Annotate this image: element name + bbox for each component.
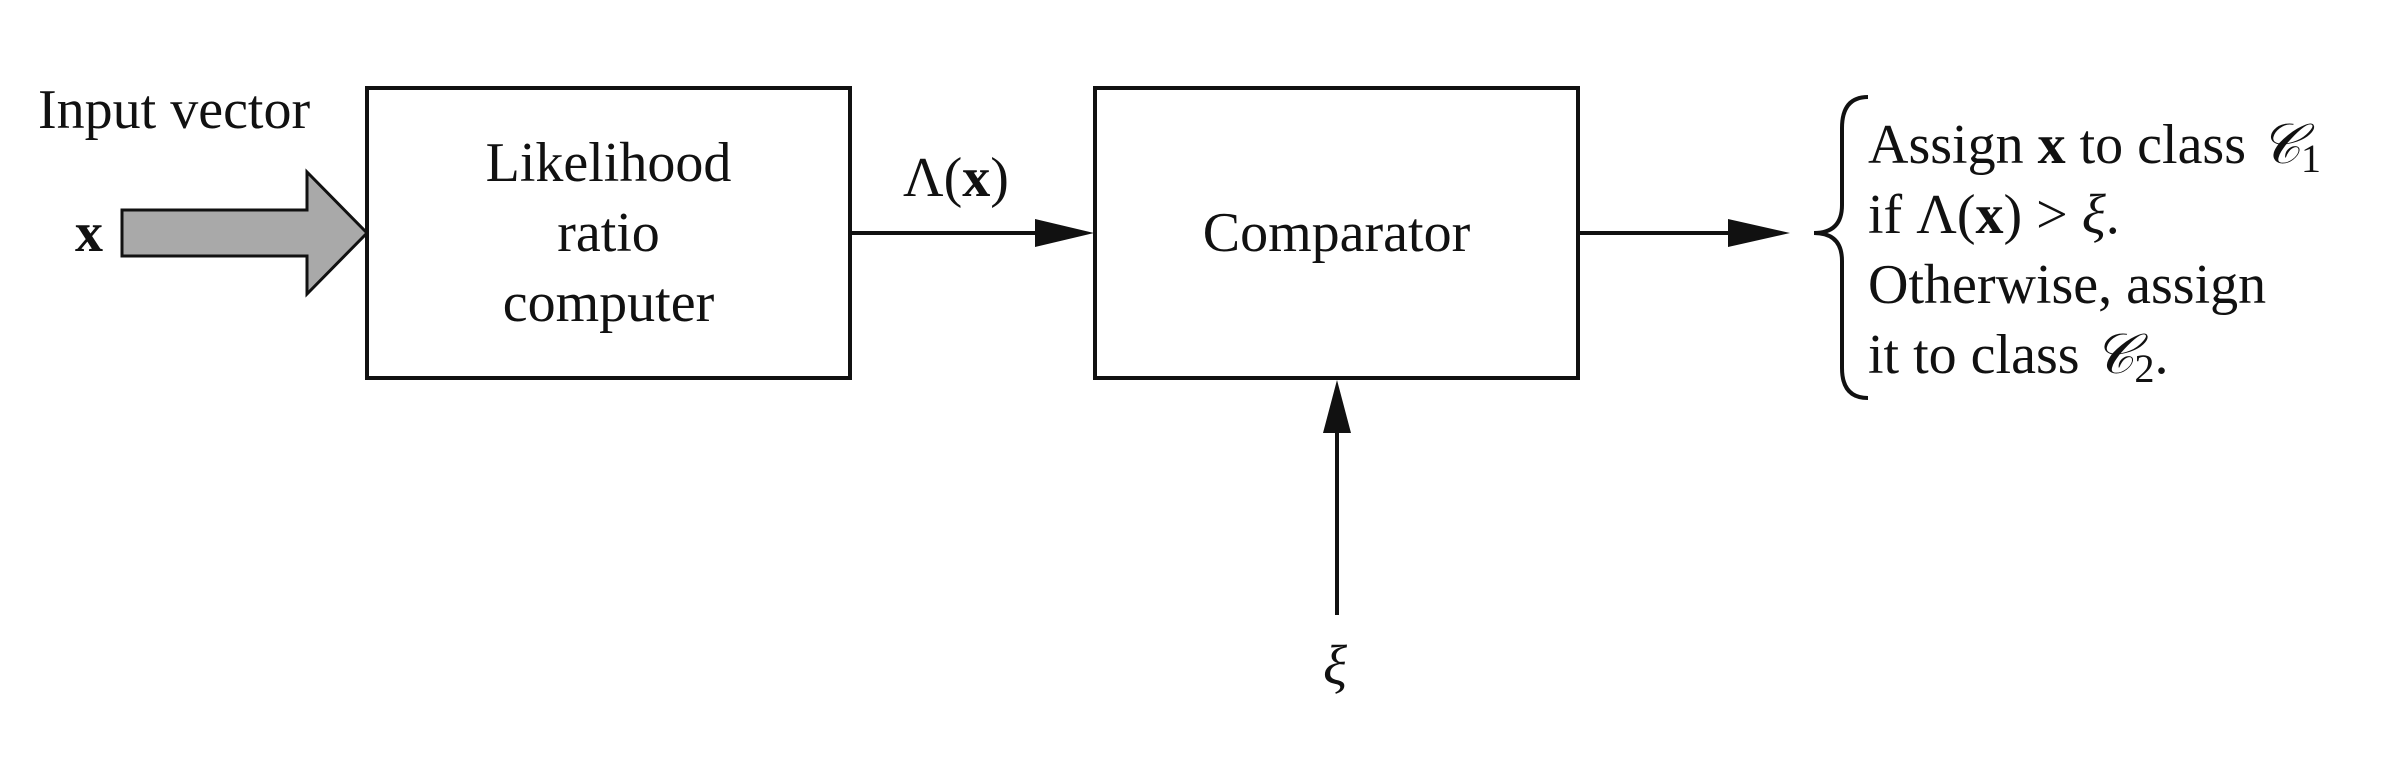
lambda-label: Λ(x): [903, 150, 1009, 206]
class-symbol-1: 𝒞: [2260, 114, 2301, 176]
threshold-arrowhead: [1323, 380, 1351, 433]
decision-x-1: x: [2037, 114, 2066, 176]
lambda-symbol: Λ: [903, 147, 944, 209]
likelihood-line-2: ratio: [557, 202, 660, 264]
decision-line-3: Otherwise, assign: [1868, 254, 2267, 316]
likelihood-line-1: Likelihood: [485, 132, 732, 194]
class-sub-1: 1: [2300, 135, 2321, 181]
comparator-text: Comparator: [1095, 88, 1578, 378]
lambda-x: x: [962, 147, 991, 209]
decision-line-2: if Λ(x) > ξ.: [1868, 184, 2120, 246]
input-arrow: [120, 168, 370, 298]
decision-x-2: x: [1975, 184, 2004, 246]
decision-brace: [1813, 95, 1869, 400]
input-x-symbol: x: [75, 202, 103, 264]
lambda-open-paren: (: [943, 147, 963, 209]
input-vector-label: Input vector: [38, 79, 311, 141]
output-arrowhead: [1728, 219, 1790, 247]
comparator-label: Comparator: [1202, 202, 1471, 264]
class-sub-2: 2: [2134, 345, 2155, 391]
lambda-close-paren: ): [990, 147, 1009, 209]
decision-line-1: Assign x to class 𝒞1: [1868, 114, 2321, 181]
decision-xi: ξ: [2081, 184, 2106, 246]
class-symbol-2: 𝒞: [2093, 324, 2135, 386]
decision-rule: Assign x to class 𝒞1 if Λ(x) > ξ. Otherw…: [1868, 110, 2321, 390]
likelihood-ratio-text: Likelihood ratio computer: [367, 88, 850, 378]
likelihood-line-3: computer: [502, 272, 715, 334]
decision-line-4: it to class 𝒞2.: [1868, 324, 2169, 391]
threshold-symbol: ξ: [1323, 635, 1347, 697]
lambda-signal-arrowhead: [1035, 219, 1094, 247]
